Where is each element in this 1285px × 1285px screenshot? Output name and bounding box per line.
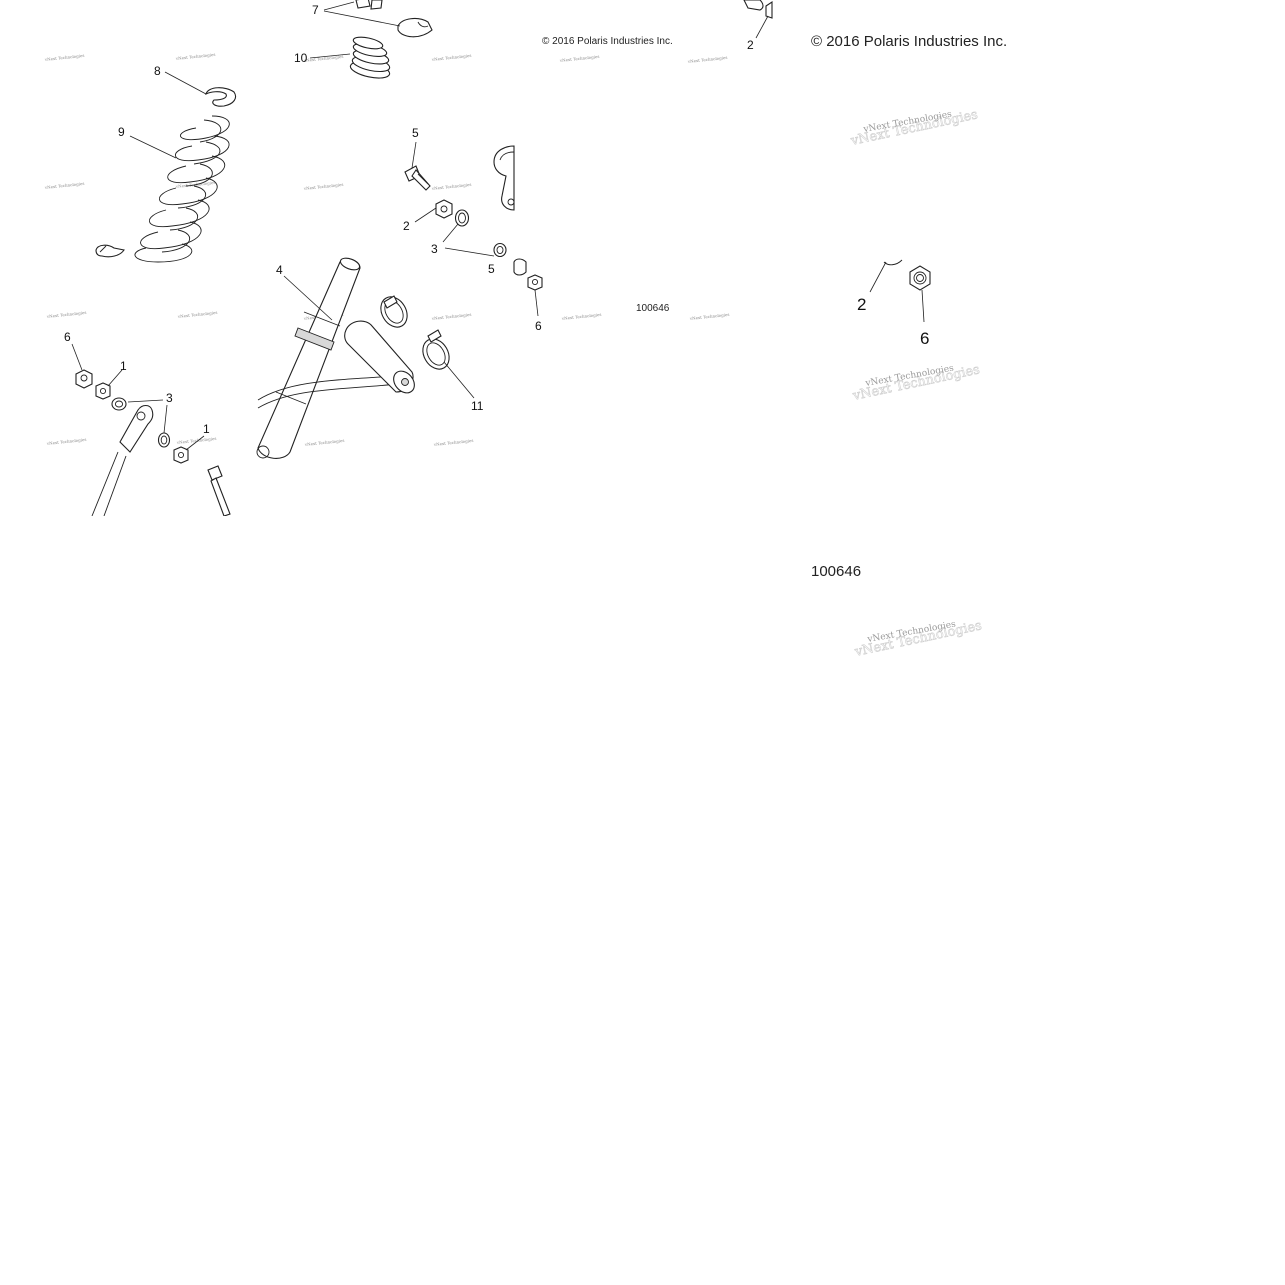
callout-7: 7 xyxy=(312,3,319,17)
callout-5: 5 xyxy=(412,126,419,140)
watermark: vNext Technologies xyxy=(303,54,344,63)
right-diagram-panel: © 2016 Polaris Industries Inc. vNext Tec… xyxy=(811,33,1007,660)
leader-lines-detail xyxy=(869,261,925,323)
watermark: vNext Technologies xyxy=(46,437,87,446)
part-8-spring-clip xyxy=(205,87,237,107)
leader-lines xyxy=(71,1,769,451)
callout-3: 3 xyxy=(431,242,438,256)
left-diagram-panel: vNext Technologies vNext Technologies vN… xyxy=(44,0,773,517)
watermark: vNext Technologies xyxy=(303,182,344,191)
watermark: vNext Technologies xyxy=(177,310,218,319)
watermark: vNext Technologies xyxy=(44,181,85,190)
callout-2: 2 xyxy=(403,219,410,233)
watermark: vNext Technologies xyxy=(304,438,345,447)
callout-labels: 7 10 8 9 5 2 3 5 6 4 11 6 1 3 1 2 xyxy=(64,3,754,436)
watermark: vNext Technologies xyxy=(431,312,472,321)
part-2-nut xyxy=(435,199,453,219)
part-2-nut-detail xyxy=(883,259,903,266)
part-6-nut-detail xyxy=(909,265,931,291)
top-right-fragment xyxy=(743,0,773,19)
callout-1: 1 xyxy=(120,359,127,373)
watermark-large: vNext Technologies vNext Technologies xyxy=(848,107,979,149)
shock-lower-eyelet xyxy=(91,404,154,517)
watermark: vNext Technologies xyxy=(46,310,87,319)
part-4-shock-body xyxy=(256,257,399,459)
callout-11: 11 xyxy=(471,399,484,413)
part-6-nut-lower xyxy=(75,369,93,389)
callout-4: 4 xyxy=(276,263,283,277)
callout-2: 2 xyxy=(747,38,754,52)
watermark-large: vNext Technologies vNext Technologies xyxy=(852,618,983,660)
shock-reservoir xyxy=(344,320,415,394)
watermark: vNext Technologies xyxy=(433,438,474,447)
watermark: vNext Technologies xyxy=(559,54,600,63)
watermark: vNext Technologies xyxy=(176,436,217,445)
crop-edge xyxy=(0,516,800,546)
callout-6: 6 xyxy=(920,329,929,348)
part-3-washer xyxy=(454,209,507,258)
callout-6: 6 xyxy=(535,319,542,333)
upper-mount-bracket xyxy=(493,145,527,276)
part-5-bolt xyxy=(404,165,431,191)
part-3-washer-lower xyxy=(111,397,171,448)
callout-6: 6 xyxy=(64,330,71,344)
part-9-coil-spring xyxy=(95,115,230,263)
copyright-notice: © 2016 Polaris Industries Inc. xyxy=(811,33,1007,50)
part-5-bolt-lower xyxy=(207,465,231,517)
watermark: vNext Technologies xyxy=(431,53,472,62)
part-1-bushing-a xyxy=(95,382,111,400)
watermark-large: vNext Technologies vNext Technologies xyxy=(850,362,981,404)
callout-10: 10 xyxy=(294,51,308,65)
watermark: vNext Technologies xyxy=(689,312,730,321)
part-11-hose-clamp xyxy=(380,295,450,370)
callout-5: 5 xyxy=(488,262,495,276)
part-10-jounce-bumper xyxy=(349,36,391,79)
figure-number: 100646 xyxy=(636,303,670,314)
part-6-nut xyxy=(527,274,543,291)
copyright-notice: © 2016 Polaris Industries Inc. xyxy=(542,36,673,47)
watermark: vNext Technologies xyxy=(687,55,728,64)
callout-3: 3 xyxy=(166,391,173,405)
figure-number: 100646 xyxy=(811,563,861,580)
callout-9: 9 xyxy=(118,125,125,139)
watermark-grid: vNext Technologies vNext Technologies vN… xyxy=(44,52,730,447)
part-1-bushing-b xyxy=(173,446,189,464)
part-7-spring-retainer xyxy=(355,0,433,38)
watermark: vNext Technologies xyxy=(44,53,85,62)
watermark: vNext Technologies xyxy=(431,182,472,191)
crop-gap xyxy=(232,260,256,520)
callout-2: 2 xyxy=(857,295,866,314)
callout-8: 8 xyxy=(154,64,161,78)
watermark: vNext Technologies xyxy=(175,52,216,61)
callout-1: 1 xyxy=(203,422,210,436)
watermark: vNext Technologies xyxy=(561,312,602,321)
